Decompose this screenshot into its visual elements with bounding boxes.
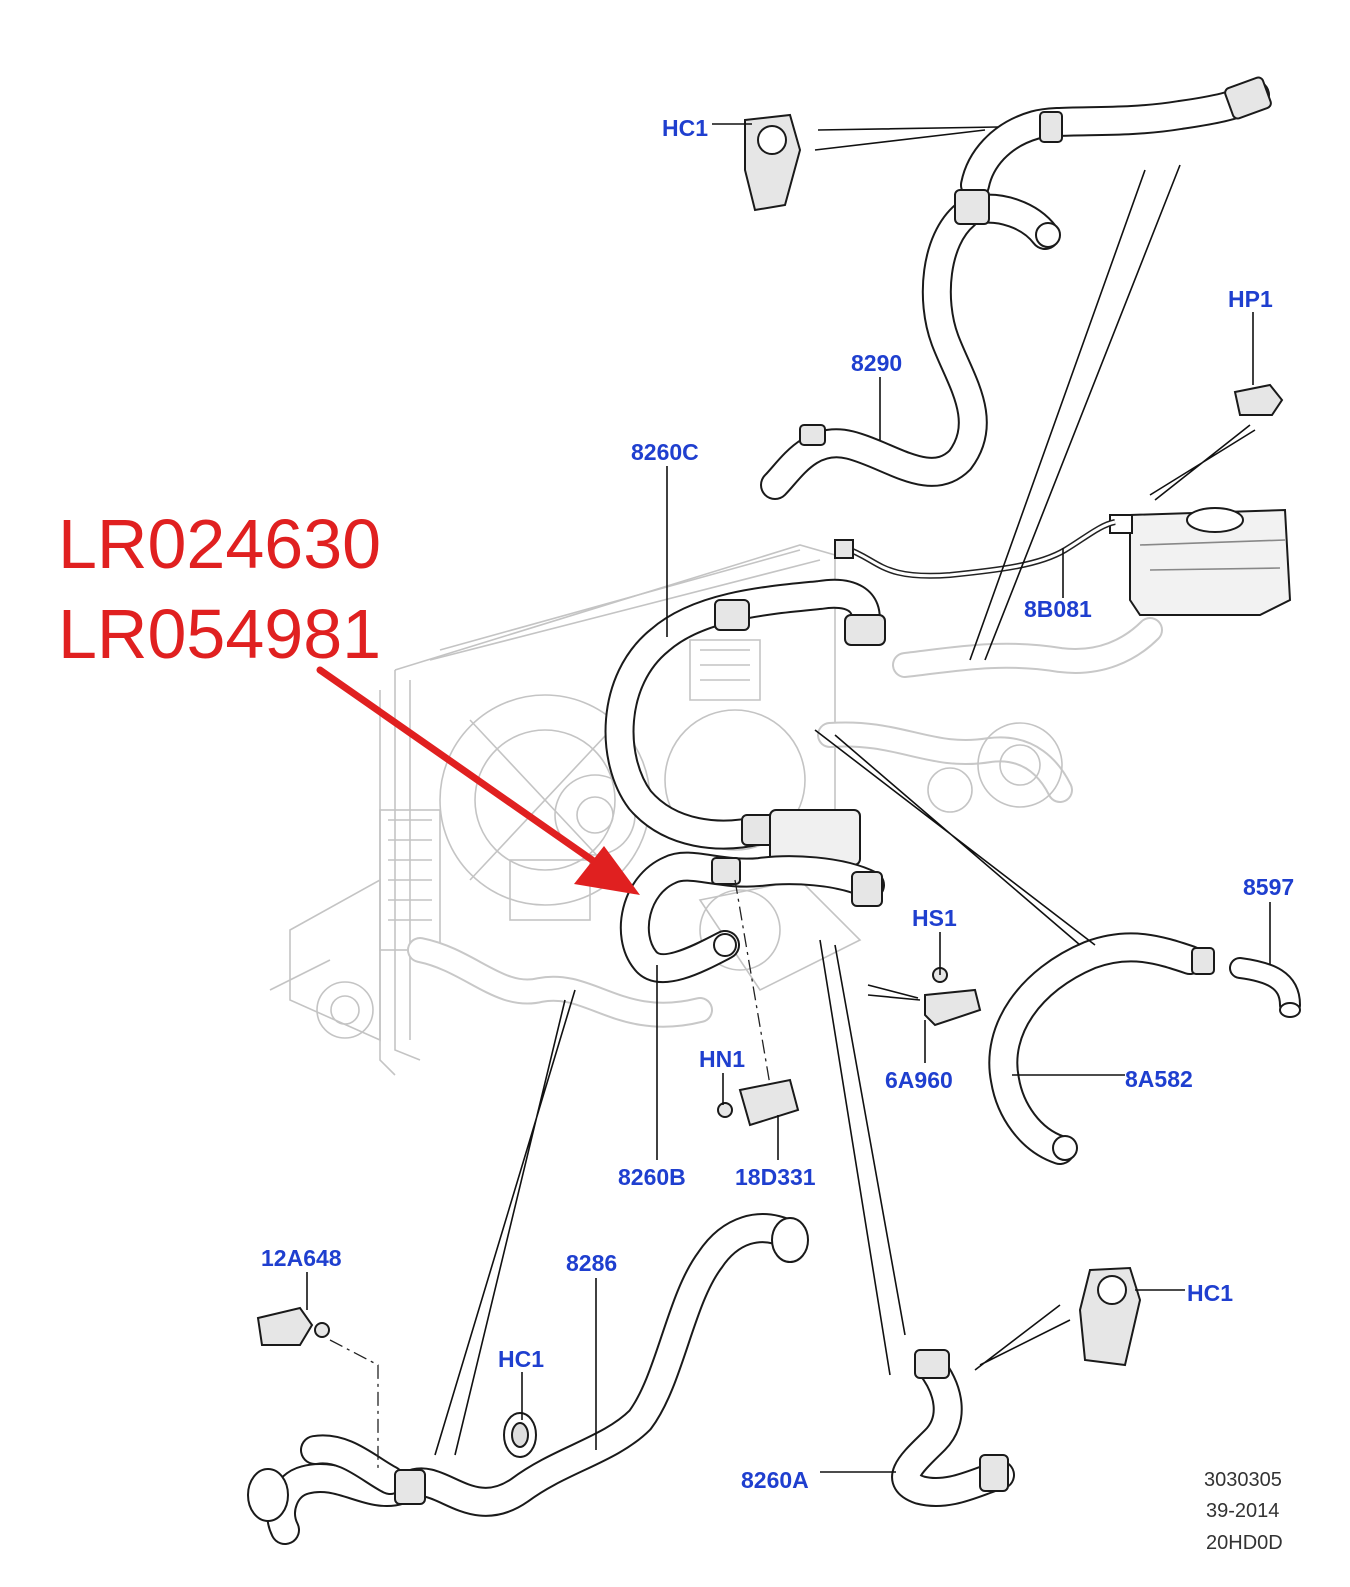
callout-hc1-right: HC1 (1187, 1280, 1233, 1306)
callout-leaders (306, 123, 1271, 1473)
hose-connector-8290-top (1224, 76, 1272, 120)
bracket-18d331 (717, 1078, 800, 1127)
hose-clip-hc1-top (744, 113, 802, 212)
hose-8a582 (988, 932, 1215, 1165)
hose-connector-8260a-end (979, 1454, 1009, 1492)
callout-12a648: 12A648 (261, 1245, 342, 1271)
hose-clamp-8a582 (1191, 947, 1215, 975)
hose-clamp-8286 (394, 1469, 426, 1505)
reference-line-2: 39-2014 (1206, 1500, 1279, 1522)
hose-8260c (604, 578, 886, 866)
callout-hp1: HP1 (1228, 286, 1273, 312)
sensor-12a648 (256, 1306, 330, 1346)
hose-connector-8260b (851, 871, 883, 907)
sensor-connector (834, 539, 854, 559)
hose-8290 (760, 76, 1272, 500)
callout-hs1: HS1 (912, 905, 957, 931)
callout-8b081: 8B081 (1024, 596, 1092, 622)
highlight-arrow (316, 666, 640, 895)
hose-clamp-8260b (711, 857, 741, 885)
callout-8290: 8290 (851, 350, 902, 376)
hose-clamp-8290-a (1039, 111, 1063, 143)
callout-8260b: 8260B (618, 1164, 686, 1190)
callout-6a960: 6A960 (885, 1067, 953, 1093)
reference-line-1: 3030305 (1204, 1469, 1282, 1491)
assembly-lines (329, 126, 1256, 1470)
callout-8260a: 8260A (741, 1467, 809, 1493)
reference-line-3: 20HD0D (1206, 1532, 1283, 1554)
pressure-sensor-hp1 (1233, 383, 1284, 416)
callout-18d331: 18D331 (735, 1164, 816, 1190)
hose-connector-8286 (771, 1217, 809, 1263)
hose-clamp-8260c (714, 599, 750, 631)
hose-8597 (1229, 957, 1301, 1018)
hose-8286 (247, 1213, 809, 1545)
expansion-tank (1109, 507, 1292, 616)
hose-clamp-8290-b (799, 424, 826, 446)
highlight-part-number-1: LR024630 (58, 505, 381, 583)
hose-clip-hc1-right (1078, 1266, 1142, 1367)
hose-connector-8260c (844, 614, 886, 646)
callout-8597: 8597 (1243, 874, 1294, 900)
bracket-6a960 (924, 967, 982, 1027)
callout-8260c: 8260C (631, 439, 699, 465)
hose-8260b (619, 851, 885, 983)
hose-tee-8290 (954, 189, 990, 225)
callout-hc1-mid: HC1 (498, 1346, 544, 1372)
callout-hc1-top: HC1 (662, 115, 708, 141)
hose-connector-8260a-top (914, 1349, 950, 1379)
highlight-part-number-2: LR054981 (58, 595, 381, 673)
callout-hn1: HN1 (699, 1046, 745, 1072)
callout-8a582: 8A582 (1125, 1066, 1193, 1092)
hose-clip-hc1-mid (503, 1412, 537, 1458)
callout-8286: 8286 (566, 1250, 617, 1276)
hose-8260a (891, 1349, 1015, 1507)
